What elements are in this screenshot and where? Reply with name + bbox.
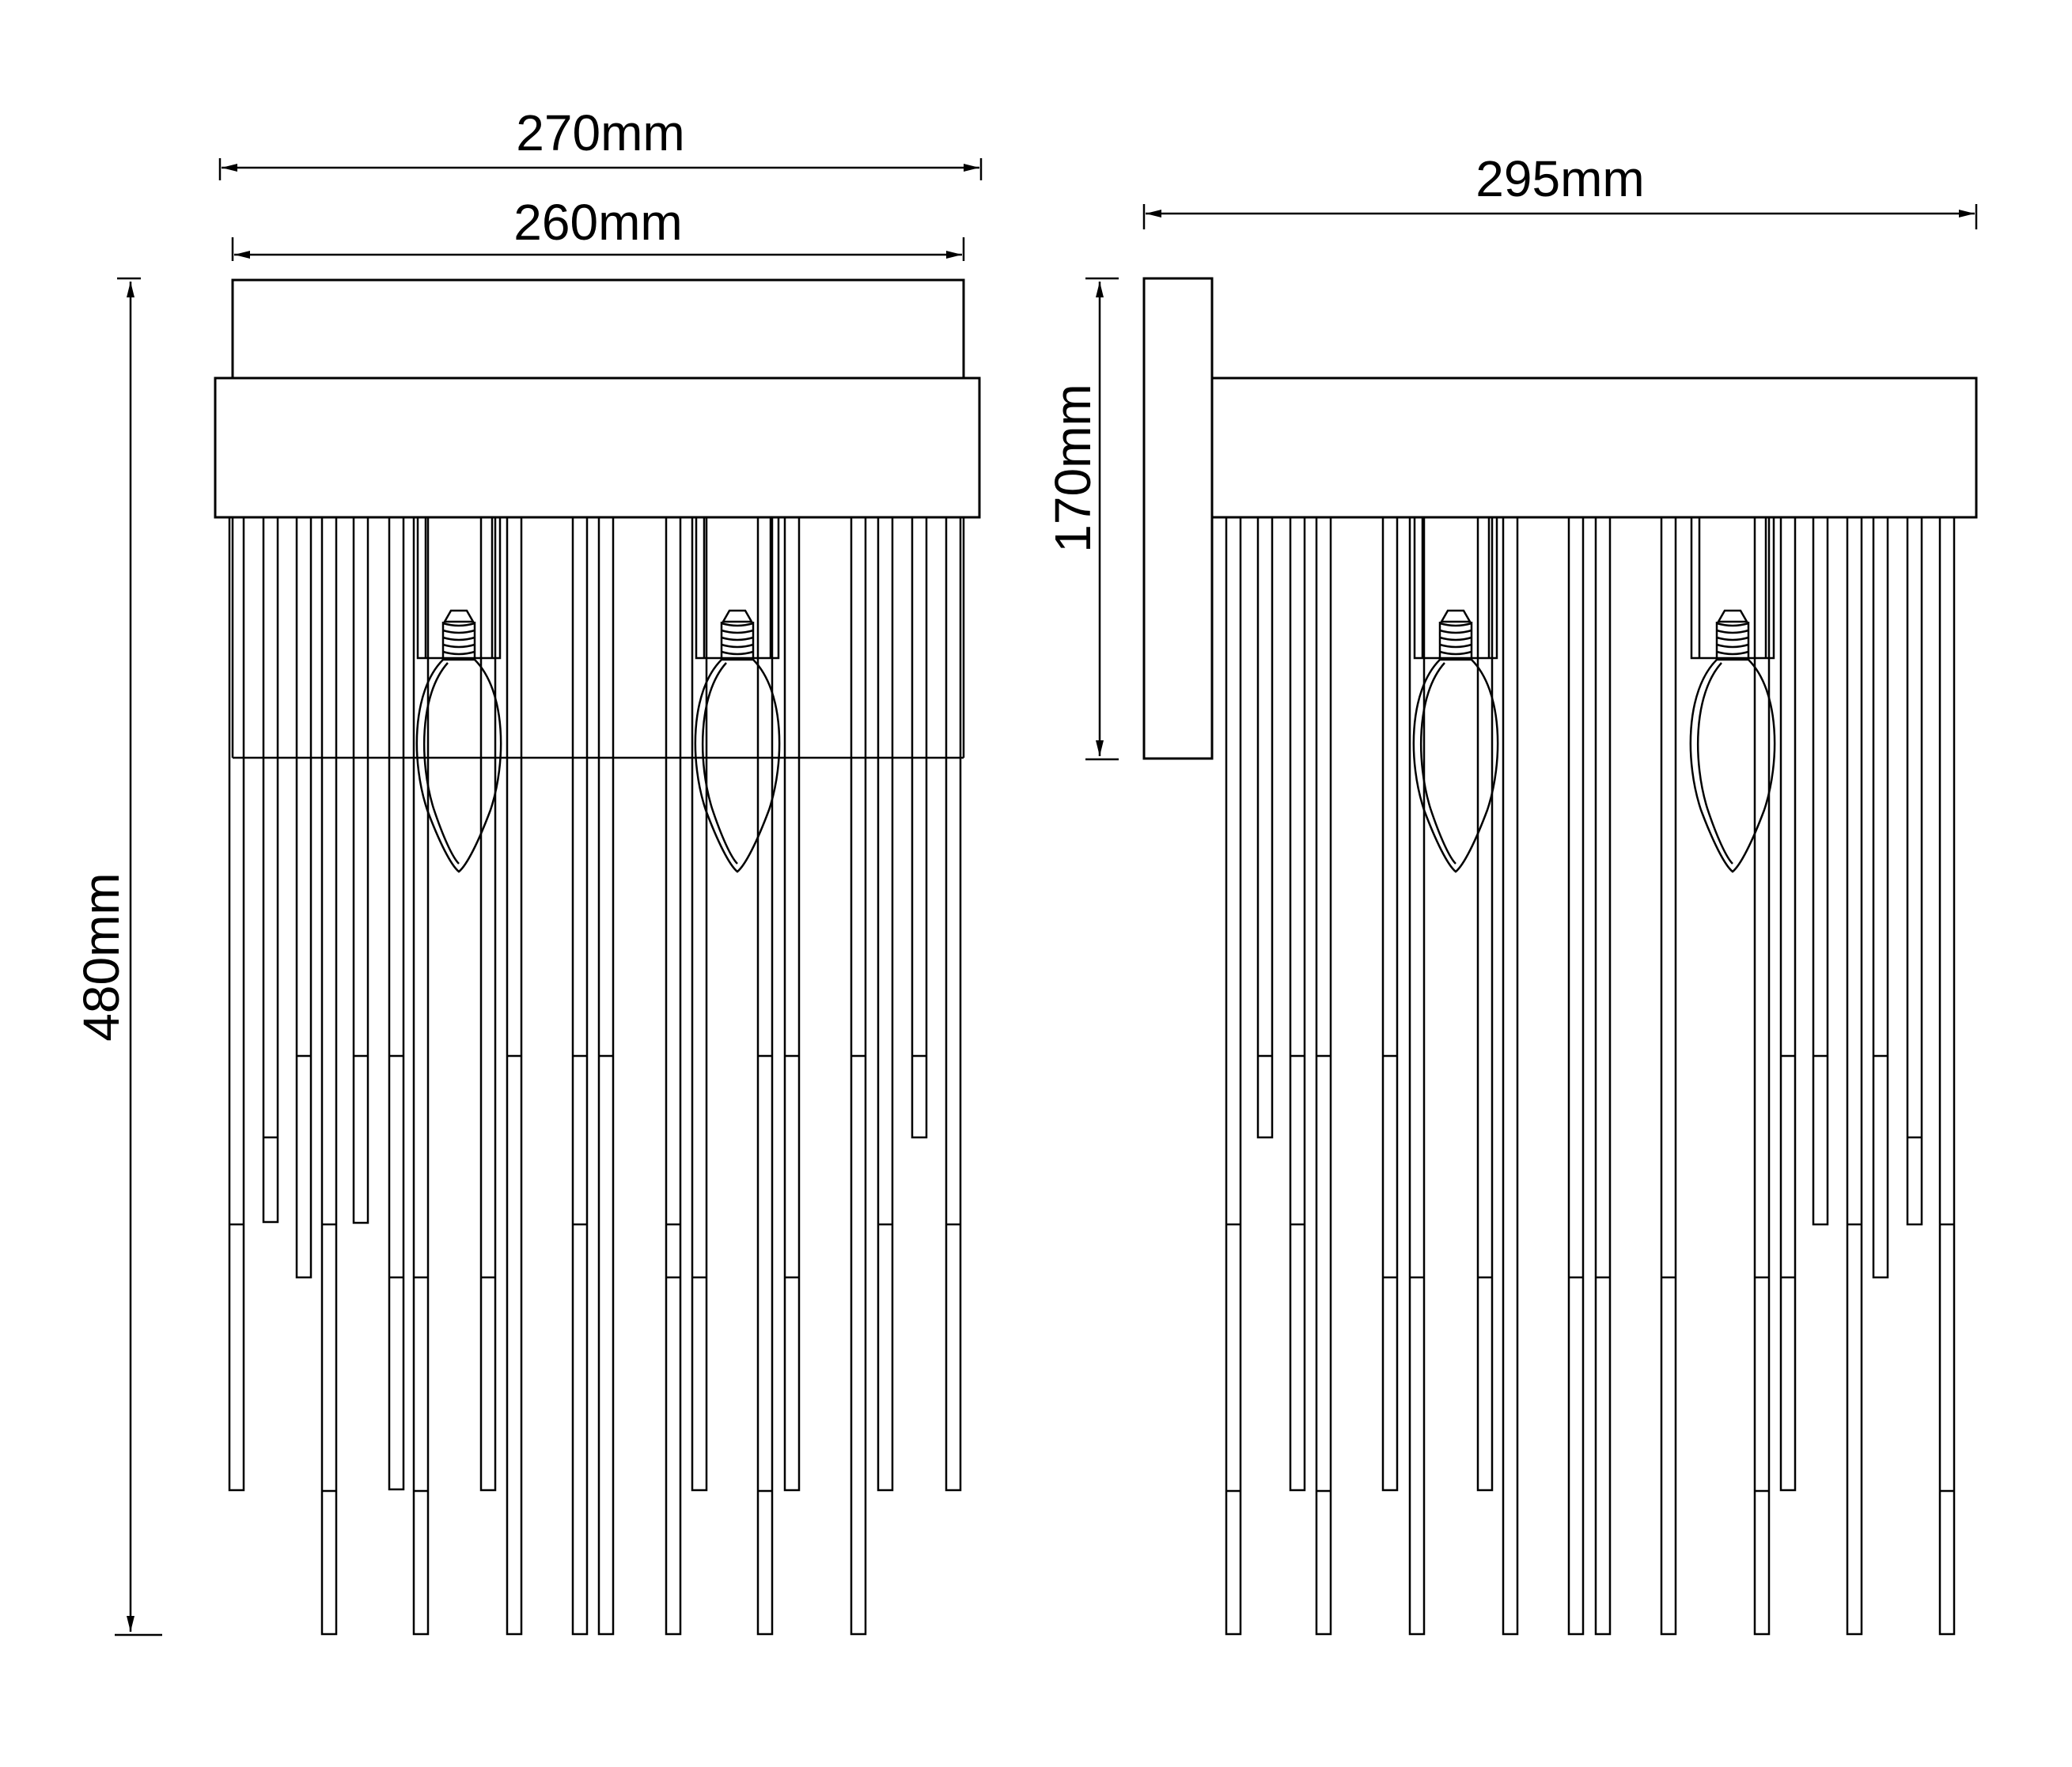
crystal-rod bbox=[571, 516, 589, 1636]
side-depth-label: 295mm bbox=[1475, 150, 1644, 207]
front-canopy bbox=[214, 376, 981, 519]
crystal-rod bbox=[295, 516, 313, 1279]
side-crystal-rods bbox=[1225, 516, 1956, 1636]
dimension-front-outer-width: 270mm bbox=[218, 104, 983, 180]
total-height-label: 480mm bbox=[73, 872, 130, 1041]
crystal-rod bbox=[1938, 516, 1956, 1636]
crystal-rod bbox=[320, 516, 338, 1636]
candle-bulb bbox=[1412, 516, 1499, 873]
crystal-rod bbox=[665, 516, 682, 1636]
dimension-total-height: 480mm bbox=[73, 277, 162, 1636]
crystal-rod bbox=[388, 516, 405, 1491]
crystal-rod bbox=[1225, 516, 1242, 1636]
side-canopy bbox=[1210, 376, 1978, 519]
crystal-rod bbox=[1502, 516, 1519, 1636]
crystal-rod bbox=[1660, 516, 1677, 1636]
dimension-backplate-height: 170mm bbox=[1044, 277, 1119, 761]
crystal-rod bbox=[1779, 516, 1797, 1492]
crystal-rod bbox=[1315, 516, 1332, 1636]
crystal-rod bbox=[1812, 516, 1829, 1226]
crystal-rod bbox=[877, 516, 894, 1492]
crystal-rod bbox=[262, 516, 279, 1224]
side-view: 295mm 170mm bbox=[1044, 150, 1978, 1636]
crystal-rod bbox=[352, 516, 369, 1224]
side-backplate bbox=[1142, 277, 1214, 760]
crystal-rod bbox=[1846, 516, 1863, 1636]
crystal-rod bbox=[691, 516, 708, 1492]
front-outer-width-label: 270mm bbox=[516, 104, 684, 161]
candle-bulb bbox=[415, 516, 502, 873]
front-inner-width-label: 260mm bbox=[513, 194, 682, 251]
crystal-rod bbox=[228, 516, 245, 1492]
front-bulbs bbox=[415, 516, 781, 873]
crystal-rod bbox=[1256, 516, 1274, 1139]
crystal-rod bbox=[850, 516, 867, 1636]
crystal-rod bbox=[911, 516, 928, 1139]
crystal-rod bbox=[506, 516, 523, 1636]
crystal-rod bbox=[1567, 516, 1585, 1636]
backplate-height-label: 170mm bbox=[1044, 384, 1101, 552]
crystal-rod bbox=[597, 516, 615, 1636]
candle-bulb bbox=[694, 516, 781, 873]
crystal-rod bbox=[1906, 516, 1923, 1226]
crystal-rod bbox=[479, 516, 497, 1492]
side-bulbs bbox=[1412, 516, 1776, 873]
crystal-rod bbox=[1381, 516, 1399, 1492]
dimension-front-inner-width: 260mm bbox=[231, 194, 965, 261]
front-view: 270mm 260mm 480mm bbox=[73, 104, 983, 1636]
crystal-rod bbox=[1476, 516, 1494, 1492]
dimension-side-depth: 295mm bbox=[1142, 150, 1978, 229]
crystal-rod bbox=[1289, 516, 1306, 1492]
crystal-rod bbox=[945, 516, 962, 1492]
candle-bulb bbox=[1689, 516, 1776, 873]
crystal-rod bbox=[1753, 516, 1771, 1636]
front-backplate bbox=[231, 278, 965, 380]
crystal-rod bbox=[1594, 516, 1612, 1636]
crystal-rod bbox=[1408, 516, 1426, 1636]
front-crystal-rods bbox=[228, 516, 962, 1636]
crystal-rod bbox=[1872, 516, 1889, 1279]
crystal-rod bbox=[783, 516, 801, 1492]
